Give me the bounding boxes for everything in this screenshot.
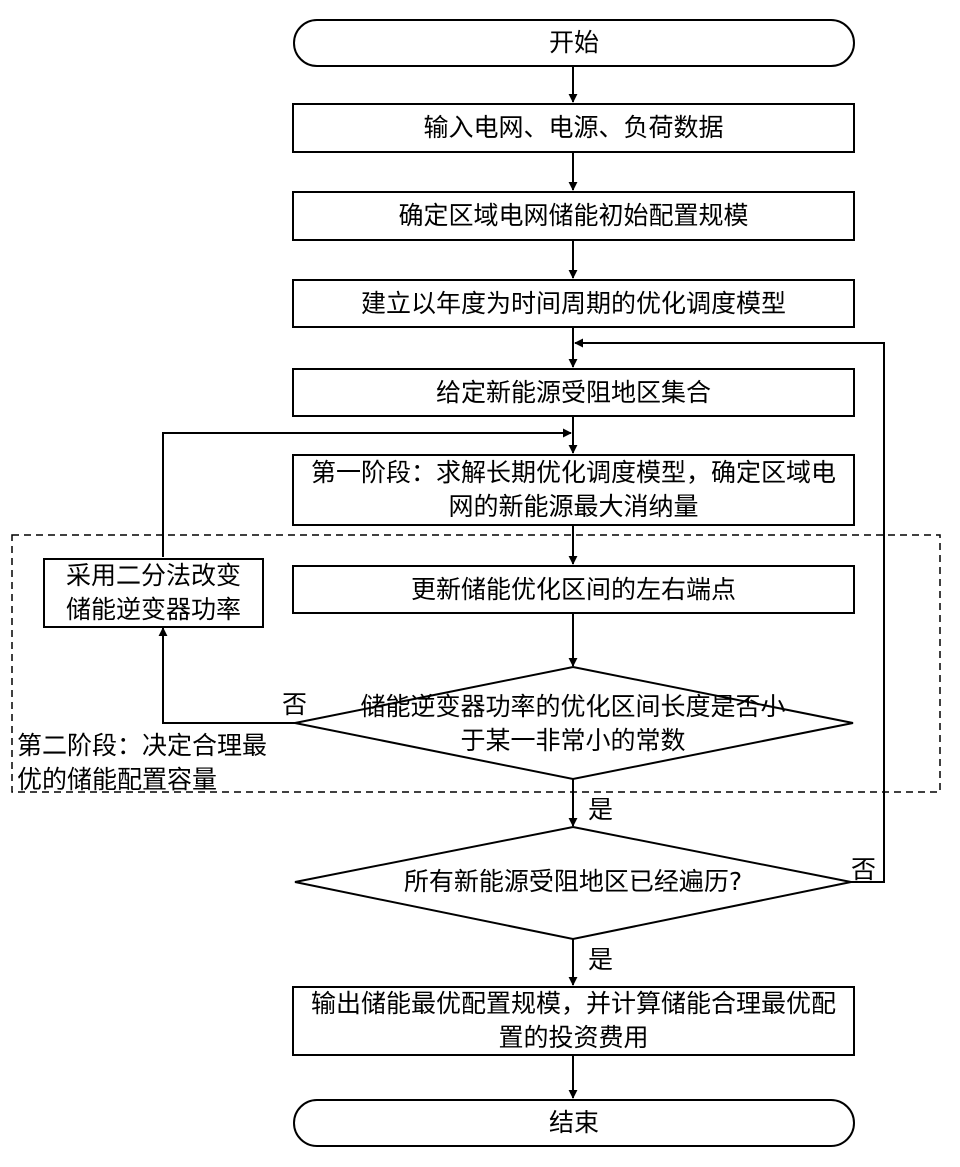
end-terminator: 结束	[293, 1099, 855, 1147]
yes-label-decision2: 是	[588, 945, 614, 974]
decision-interval-text: 储能逆变器功率的优化区间长度是否小于某一非常小的常数	[360, 676, 786, 772]
output-label: 输出储能最优配置规模，并计算储能合理最优配置的投资费用	[310, 989, 836, 1052]
region-set-box: 给定新能源受阻地区集合	[292, 368, 855, 417]
start-label: 开始	[548, 28, 599, 57]
decision-regions-diamond	[294, 825, 852, 941]
bisection-box: 采用二分法改变储能逆变器功率	[43, 558, 264, 628]
decision-interval-diamond	[294, 665, 854, 781]
input-data-box: 输入电网、电源、负荷数据	[292, 103, 855, 153]
init-scale-box: 确定区域电网储能初始配置规模	[292, 191, 855, 241]
stage2-caption-text: 第二阶段：决定合理最优的储能配置容量	[17, 731, 268, 794]
no-label-decision2: 否	[851, 855, 877, 884]
no-label-decision1: 否	[282, 690, 308, 719]
arrow-decision2-no-to-regionset	[574, 338, 885, 883]
bisection-label: 采用二分法改变储能逆变器功率	[65, 561, 241, 624]
build-model-label: 建立以年度为时间周期的优化调度模型	[360, 288, 786, 318]
update-interval-label: 更新储能优化区间的左右端点	[410, 574, 736, 604]
build-model-box: 建立以年度为时间周期的优化调度模型	[292, 279, 855, 328]
end-label: 结束	[548, 1108, 599, 1137]
stage2-region-border	[11, 534, 941, 793]
stage1-label: 第一阶段：求解长期优化调度模型，确定区域电网的新能源最大消纳量	[310, 458, 836, 521]
decision-regions-label: 所有新能源受阻地区已经遍历?	[403, 867, 743, 896]
stage2-caption: 第二阶段：决定合理最优的储能配置容量	[17, 729, 267, 797]
arrow-decision1-no-to-bisection	[158, 627, 295, 724]
decision-regions-text: 所有新能源受阻地区已经遍历?	[340, 860, 806, 904]
decision-interval-label: 储能逆变器功率的优化区间长度是否小于某一非常小的常数	[360, 692, 786, 755]
output-box: 输出储能最优配置规模，并计算储能合理最优配置的投资费用	[292, 986, 855, 1056]
region-set-label: 给定新能源受阻地区集合	[435, 377, 711, 407]
stage1-box: 第一阶段：求解长期优化调度模型，确定区域电网的新能源最大消纳量	[292, 454, 855, 526]
yes-label-decision1: 是	[588, 795, 614, 824]
update-interval-box: 更新储能优化区间的左右端点	[292, 565, 855, 614]
start-terminator: 开始	[293, 19, 855, 67]
arrow-bisection-to-stage1	[162, 428, 572, 557]
input-data-label: 输入电网、电源、负荷数据	[423, 113, 724, 142]
init-scale-label: 确定区域电网储能初始配置规模	[398, 201, 749, 230]
